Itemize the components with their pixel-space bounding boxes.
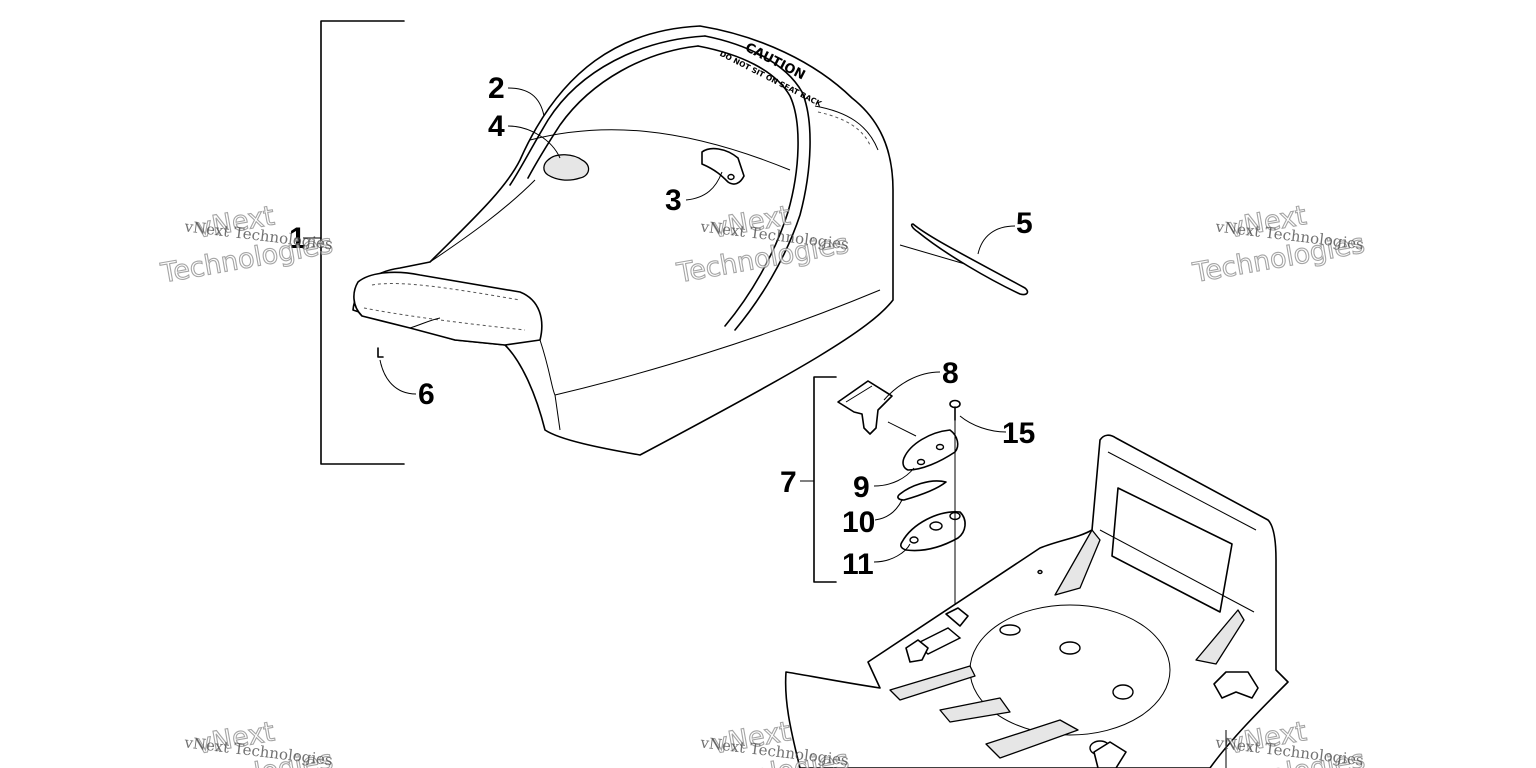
callout-9: 9 (853, 471, 870, 504)
callout-4: 4 (488, 110, 505, 143)
bracket-part-1 (303, 20, 405, 465)
callout-5: 5 (1016, 207, 1033, 240)
seat-strap (701, 147, 745, 185)
callout-2: 2 (488, 72, 505, 105)
callout-7: 7 (780, 466, 797, 499)
seat-assembly: CAUTION DO NOT SIT ON SEAT BACK (352, 25, 894, 456)
latch-screw (949, 399, 961, 618)
seat-base-pan (784, 434, 1289, 768)
foam-pad (543, 154, 590, 181)
seat-piping (704, 35, 811, 331)
callout-11: 11 (842, 548, 874, 581)
callout-6: 6 (418, 378, 435, 411)
seat-rod (899, 223, 1029, 296)
callout-15: 15 (1002, 417, 1035, 450)
leader-lines (379, 87, 1016, 563)
latch-spring (897, 480, 947, 501)
callout-8: 8 (942, 357, 959, 390)
seat-clip (377, 347, 384, 358)
latch-top (902, 429, 959, 471)
bracket-part-7 (800, 376, 837, 583)
seat-backrest (352, 25, 894, 456)
callout-3: 3 (665, 184, 682, 217)
callout-10: 10 (842, 506, 875, 539)
latch-cover (837, 380, 893, 435)
callouts: 1 2 3 4 5 6 7 8 9 10 11 15 (289, 72, 1035, 581)
callout-1: 1 (289, 222, 306, 255)
